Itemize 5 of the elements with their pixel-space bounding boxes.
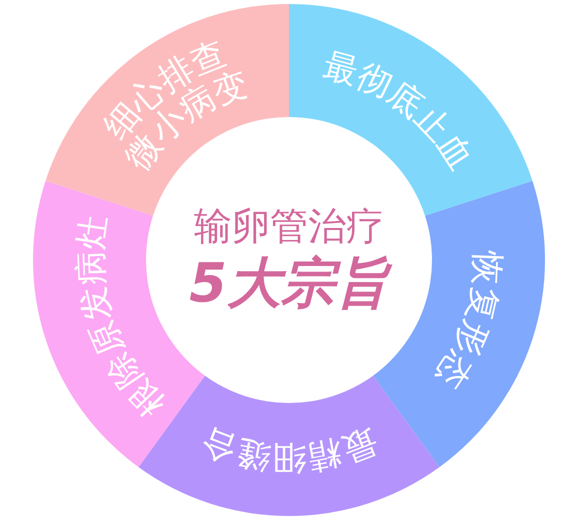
segment-label: 最彻底止血 <box>319 45 481 177</box>
heading-text: 输卵管治疗 <box>194 204 384 248</box>
segment-label: 恢复形态 <box>428 250 508 395</box>
segment-label: 最精细缝合 <box>195 420 383 478</box>
segment-label: 根除原发病灶 <box>70 212 173 424</box>
